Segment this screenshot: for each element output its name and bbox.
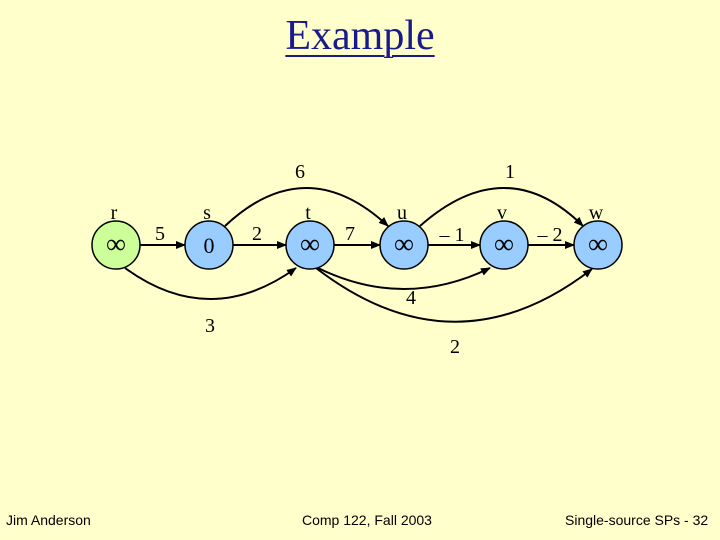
- edge-r-t: [124, 267, 297, 300]
- node-value-u: ∞: [394, 229, 414, 260]
- edge-weight-u-v: – 1: [439, 224, 465, 246]
- node-label-s: s: [203, 202, 211, 224]
- node-label-r: r: [111, 202, 118, 224]
- node-label-v: v: [497, 202, 507, 224]
- edge-weight-t-v: 4: [406, 287, 416, 309]
- edge-weight-s-t: 2: [252, 223, 262, 245]
- footer-author: Jim Anderson: [6, 512, 91, 528]
- edge-t-v: [317, 267, 491, 290]
- node-value-w: ∞: [588, 229, 608, 260]
- edge-weight-u-w: 1: [505, 161, 515, 183]
- node-s: [184, 220, 234, 270]
- node-label-u: u: [397, 202, 407, 224]
- edge-weight-t-w: 2: [450, 336, 460, 358]
- edge-weight-r-s: 5: [155, 223, 165, 245]
- edge-s-u: [224, 187, 389, 227]
- node-value-t: ∞: [300, 229, 320, 260]
- node-u: [379, 220, 429, 270]
- node-v: [479, 220, 529, 270]
- footer-slide-number: Single-source SPs - 32: [565, 512, 709, 528]
- node-t: [285, 220, 335, 270]
- edge-weight-t-u: 7: [345, 223, 355, 245]
- node-label-w: w: [589, 202, 604, 224]
- edge-u-w: [419, 187, 584, 227]
- node-value-s: 0: [204, 233, 215, 258]
- footer-course: Comp 122, Fall 2003: [302, 512, 432, 528]
- edge-t-w: [315, 267, 593, 323]
- node-w: [573, 220, 623, 270]
- node-value-r: ∞: [106, 229, 126, 260]
- node-r: [91, 220, 141, 270]
- node-value-v: ∞: [494, 229, 514, 260]
- slide-title: Example: [285, 13, 435, 59]
- node-label-t: t: [305, 202, 311, 224]
- edge-weight-r-t: 3: [205, 315, 215, 337]
- edge-weight-s-u: 6: [295, 161, 305, 183]
- edge-weight-v-w: – 2: [537, 224, 563, 246]
